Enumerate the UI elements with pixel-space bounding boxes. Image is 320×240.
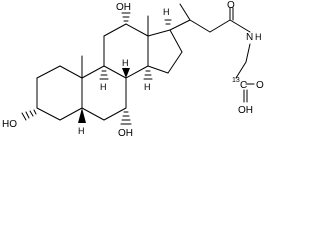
- h-9-label: H: [100, 82, 107, 92]
- bond-8-h-wedge: [122, 68, 130, 78]
- ho-3-label: HO: [2, 119, 17, 130]
- molecule-drawing: HO OH OH H H H H H: [2, 0, 264, 139]
- oh-7-label: OH: [118, 128, 133, 139]
- bond-5-h-wedge: [78, 108, 86, 123]
- bond-3-oh-hashed: [21, 109, 37, 121]
- ring-a: [36, 65, 83, 121]
- bond-7-oh-hashed: [120, 111, 132, 125]
- ring-c: [103, 23, 149, 79]
- bond-17-h-hashed: [164, 19, 172, 25]
- nh-h-label: H: [255, 32, 262, 42]
- nh-label: N: [246, 32, 253, 43]
- bond-12-oh-hashed: [121, 12, 131, 22]
- bond-14-h-hashed: [143, 70, 153, 80]
- n-ch2-bond: [245, 43, 251, 63]
- amide-o-label: O: [227, 0, 235, 11]
- acid-oh-label: OH: [238, 105, 253, 116]
- h-5-label: H: [78, 126, 85, 136]
- h-8-label: H: [122, 58, 129, 68]
- h-14-label: H: [144, 82, 151, 92]
- h-17-label: H: [163, 7, 170, 17]
- acid-o-label: O: [256, 80, 264, 91]
- isotope-label: 13: [232, 77, 240, 84]
- c13-label: C: [240, 80, 247, 91]
- bond-9-h-hashed: [99, 70, 109, 80]
- ring-b: [81, 65, 127, 121]
- ch2-c13-bond: [235, 61, 247, 79]
- side-chain: [169, 3, 251, 33]
- oh-12-label: OH: [116, 2, 131, 13]
- ring-d: [147, 29, 183, 74]
- structure-diagram: HO OH OH H H H H H: [0, 0, 266, 140]
